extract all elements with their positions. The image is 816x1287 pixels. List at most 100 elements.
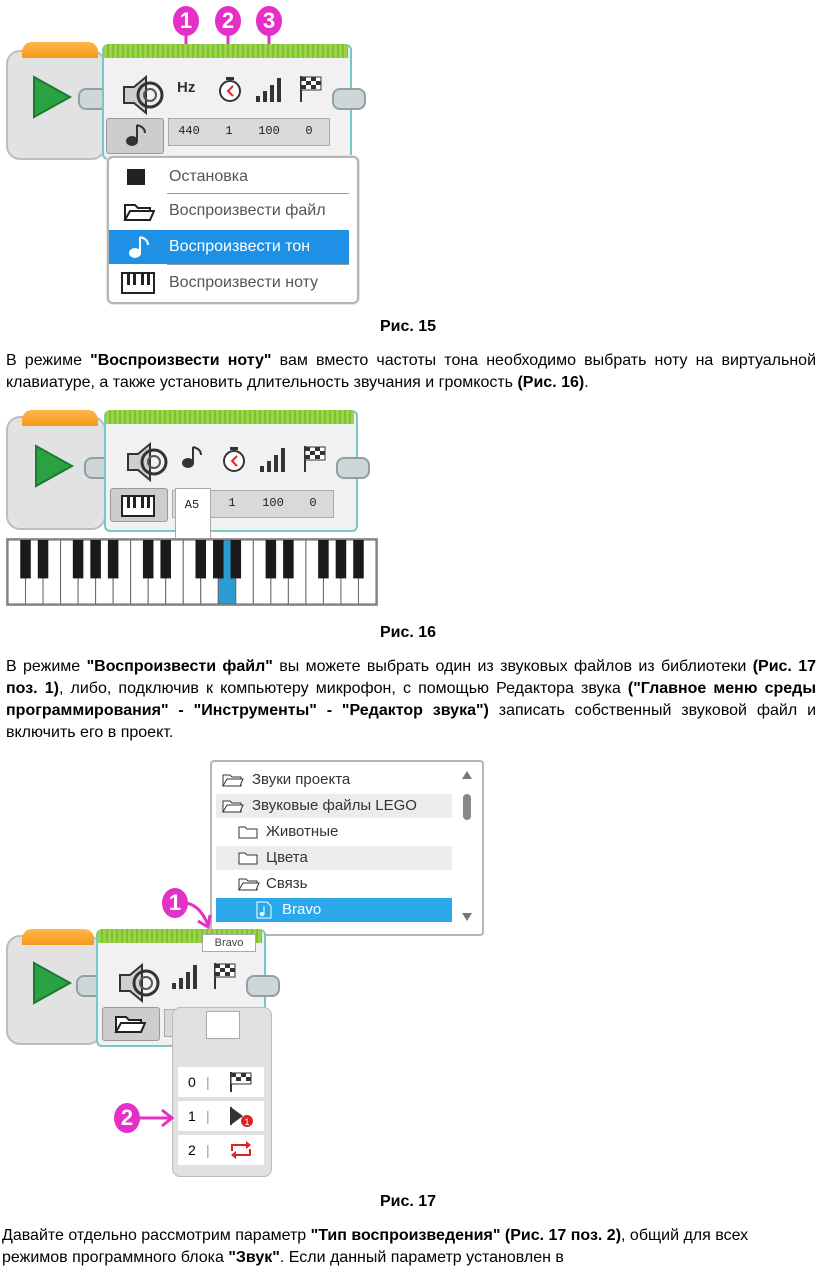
marker-2: 2 [215, 6, 241, 36]
menu-item-play-note[interactable]: Воспроизвести ноту [109, 266, 349, 300]
tree-item-colors[interactable]: Цвета [216, 846, 452, 870]
start-block-top [22, 42, 98, 58]
connector-right [246, 975, 280, 997]
piano-black-key[interactable] [335, 540, 347, 579]
play-once-icon: 1 [230, 1107, 253, 1127]
piano-black-key[interactable] [37, 540, 49, 579]
piano-black-key[interactable] [90, 540, 101, 579]
tree-item-bravo[interactable]: Bravo [216, 898, 452, 922]
volume-input[interactable]: 100 [262, 496, 284, 510]
menu-label: Воспроизвести файл [169, 202, 326, 219]
menu-divider [167, 193, 349, 194]
tree-label: Животные [266, 823, 339, 840]
scroll-up-icon[interactable] [461, 770, 473, 780]
tree-label: Цвета [266, 849, 308, 866]
option-separator: | [206, 1074, 210, 1090]
keyboard-icon [121, 272, 155, 294]
duration-input[interactable]: 1 [225, 124, 233, 138]
start-block-top [22, 929, 94, 945]
tree-item-project-sounds[interactable]: Звуки проекта [216, 768, 452, 792]
marker-2: 2 [114, 1103, 140, 1133]
marker-1: 1 [162, 888, 188, 918]
svg-text:1: 1 [244, 1117, 249, 1127]
scrollbar[interactable] [458, 766, 476, 926]
keyboard-icon [121, 495, 155, 517]
option-value: 1 [188, 1108, 196, 1124]
hz-icon: Hz [177, 79, 196, 96]
menu-item-play-file[interactable]: Воспроизвести файл [109, 194, 349, 228]
piano-black-key[interactable] [107, 540, 119, 579]
menu-divider [167, 264, 349, 265]
caption-fig-17: Рис. 17 [379, 1193, 437, 1210]
option-separator: | [206, 1142, 210, 1158]
menu-item-stop[interactable]: Остановка [109, 160, 349, 194]
volume-input[interactable]: 100 [258, 124, 280, 138]
play-icon [35, 444, 75, 488]
piano-black-key[interactable] [213, 540, 224, 579]
folder-icon [114, 1016, 146, 1033]
figure-15: 1 2 3 Hz 440 1 100 0 Остановка [0, 0, 380, 310]
tree-item-animals[interactable]: Животные [216, 820, 452, 844]
flag-icon [304, 446, 326, 472]
tree-item-lego-sounds[interactable]: Звуковые файлы LEGO [216, 794, 452, 818]
note-input[interactable] [175, 488, 211, 540]
option-value: 0 [188, 1074, 196, 1090]
play-type-option-0[interactable]: 0 | [178, 1067, 264, 1097]
paragraph-2: В режиме "Воспроизвести файл" вы можете … [6, 658, 816, 741]
repeat-icon [231, 1141, 251, 1159]
folder-icon [238, 852, 258, 865]
folder-open-icon [222, 774, 244, 787]
piano-black-key[interactable] [20, 540, 31, 579]
speaker-icon [127, 441, 168, 483]
piano-black-key[interactable] [195, 540, 207, 579]
tree-item-communication[interactable]: Связь [216, 872, 452, 896]
duration-input[interactable]: 1 [228, 496, 236, 510]
marker-1-arrow [185, 901, 212, 930]
piano-black-key[interactable] [318, 540, 329, 579]
frequency-input[interactable]: 440 [178, 124, 200, 138]
piano-black-key[interactable] [230, 540, 242, 579]
piano-black-key[interactable] [160, 540, 171, 579]
mode-button[interactable] [106, 118, 164, 154]
option-value: 2 [188, 1142, 196, 1158]
scroll-thumb[interactable] [463, 794, 471, 820]
folder-open-icon [222, 800, 244, 813]
param-row [168, 118, 330, 146]
flag-icon [214, 963, 236, 989]
paragraph-3: Давайте отдельно рассмотрим параметр "Ти… [2, 1227, 749, 1266]
piano-black-key[interactable] [142, 540, 154, 579]
tree-label: Связь [266, 875, 308, 892]
figure-17: Звуки проекта Звуковые файлы LEGO Животн… [0, 755, 490, 1185]
play-type-option-2[interactable]: 2 | [178, 1135, 264, 1165]
piano-black-key[interactable] [353, 540, 364, 579]
piano-black-key[interactable] [265, 540, 277, 579]
flag-icon [300, 76, 322, 102]
piano-keyboard[interactable] [6, 538, 378, 608]
piano-black-key[interactable] [283, 540, 294, 579]
play-type-selected-field[interactable] [206, 1011, 240, 1039]
volume-icon [256, 78, 281, 102]
play-icon [33, 75, 73, 119]
sound-file-browser: Звуки проекта Звуковые файлы LEGO Животн… [210, 760, 484, 936]
paragraph-1: В режиме "Воспроизвести ноту" вам вместо… [6, 352, 816, 391]
play-type-option-1[interactable]: 1 | 1 [178, 1101, 264, 1131]
play-icon [33, 961, 73, 1005]
volume-icon [260, 448, 285, 472]
piano-black-key[interactable] [72, 540, 84, 579]
note-icon [129, 236, 149, 258]
speaker-icon [119, 962, 160, 1004]
tree-label: Bravo [282, 901, 322, 918]
note-icon [126, 124, 146, 146]
menu-label: Воспроизвести ноту [169, 274, 319, 291]
scroll-down-icon[interactable] [461, 912, 473, 922]
play-type-input[interactable]: 0 [309, 496, 317, 510]
start-block-top [22, 410, 98, 426]
sound-file-icon [256, 901, 272, 919]
volume-icon [172, 965, 197, 989]
play-type-input[interactable]: 0 [305, 124, 313, 138]
flag-icon [230, 1072, 252, 1092]
marker-1: 1 [173, 6, 199, 36]
option-separator: | [206, 1108, 210, 1124]
tree-label: Звуковые файлы LEGO [252, 797, 417, 814]
menu-item-play-tone[interactable]: Воспроизвести тон [109, 230, 349, 264]
